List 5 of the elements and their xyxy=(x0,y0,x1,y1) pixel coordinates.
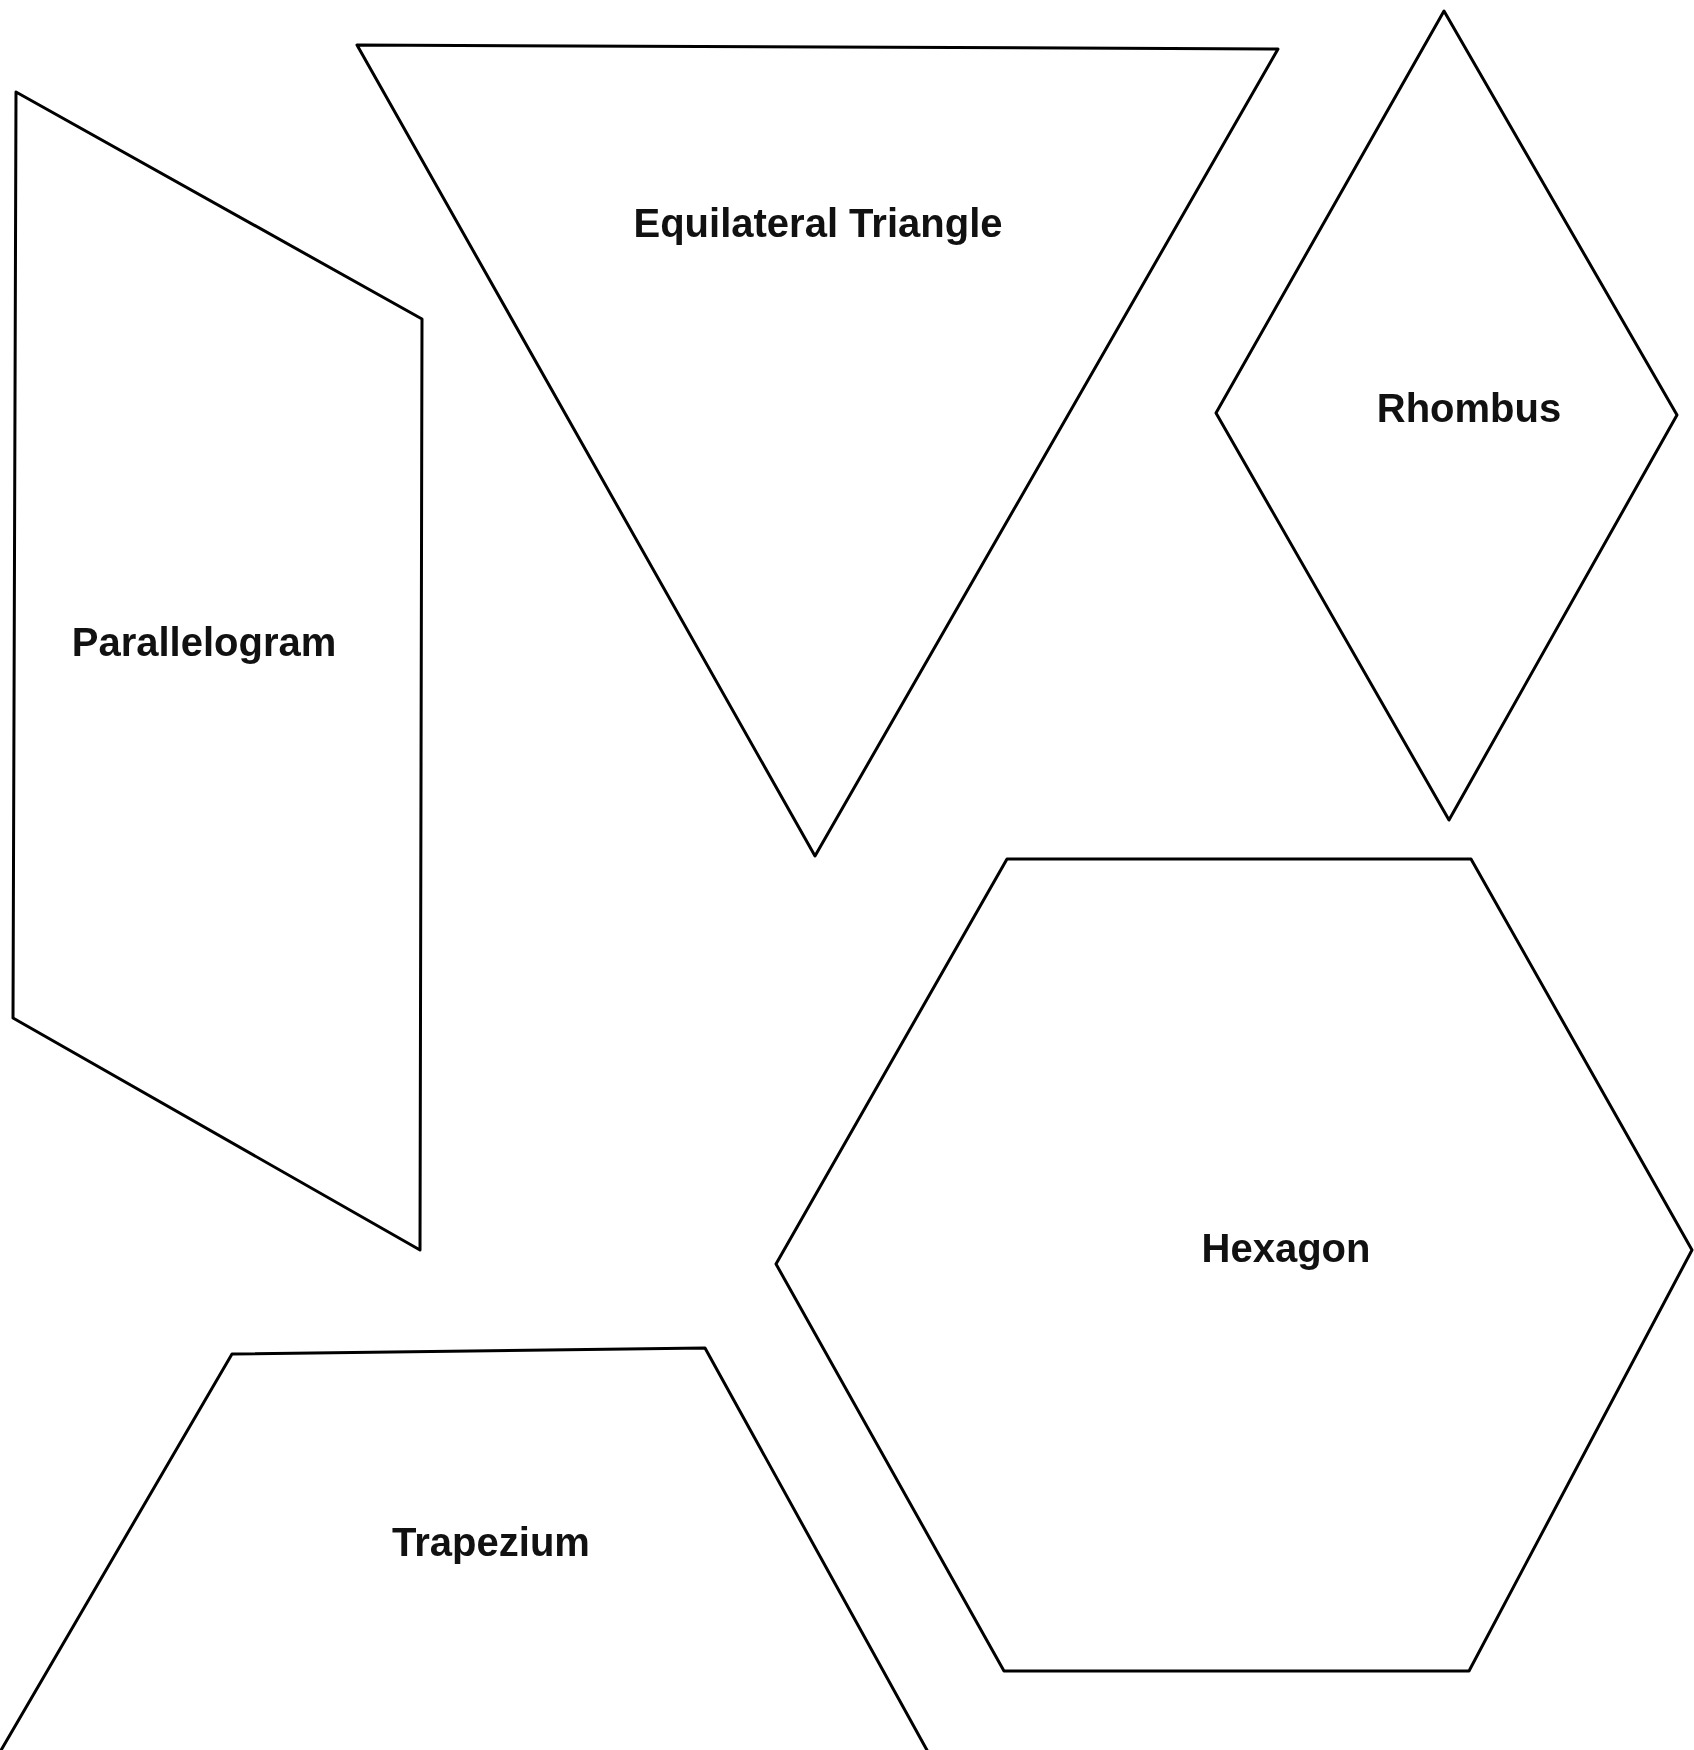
shape-label: Hexagon xyxy=(1201,1225,1371,1271)
shape-label: Parallelogram xyxy=(71,619,337,665)
shape-label: Rhombus xyxy=(1376,385,1562,431)
shape-label: Equilateral Triangle xyxy=(633,200,1003,246)
shape-label: Trapezium xyxy=(392,1519,590,1565)
